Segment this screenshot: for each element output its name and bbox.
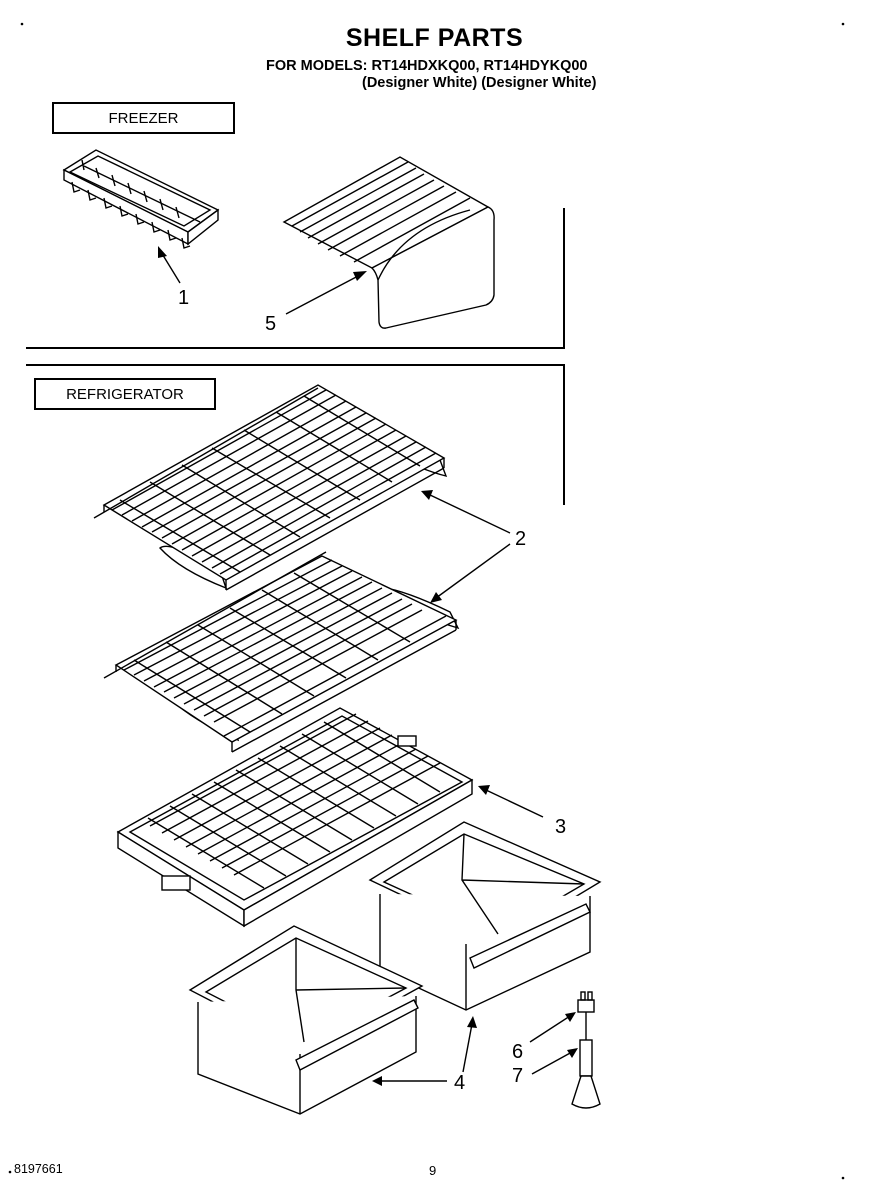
freezer-section-label: FREEZER bbox=[52, 102, 235, 134]
callout-4-leaders bbox=[372, 1016, 477, 1086]
page-title: SHELF PARTS bbox=[345, 24, 524, 52]
callout-6: 6 bbox=[512, 1041, 524, 1063]
callout-4: 4 bbox=[454, 1072, 466, 1094]
wire-shelf-upper-illustration bbox=[93, 384, 448, 591]
models-line: FOR MODELS: RT14HDXKQ00, RT14HDYKQ00 bbox=[266, 58, 588, 74]
callout-5: 5 bbox=[265, 313, 277, 335]
callout-1: 1 bbox=[178, 287, 190, 309]
callout-2-leaders bbox=[421, 490, 511, 603]
light-socket-illustration bbox=[571, 991, 601, 1109]
glass-shelf-illustration bbox=[116, 707, 474, 928]
callout-6-7-leaders bbox=[529, 1012, 578, 1075]
callout-2: 2 bbox=[515, 528, 527, 550]
wire-shelf-lower-illustration bbox=[103, 551, 460, 753]
ice-tray-illustration bbox=[62, 149, 220, 249]
refrigerator-section-label: REFRIGERATOR bbox=[34, 378, 216, 410]
variants-line: (Designer White) (Designer White) bbox=[362, 75, 597, 91]
page-number: 9 bbox=[429, 1163, 437, 1178]
crisper-drawer-right-illustration bbox=[368, 821, 602, 1011]
callout-3-leader bbox=[478, 785, 544, 818]
registration-marks bbox=[8, 22, 845, 1180]
callout-1-leader bbox=[158, 246, 181, 284]
callout-5-leader bbox=[285, 271, 367, 315]
callout-7: 7 bbox=[512, 1065, 524, 1087]
callout-3: 3 bbox=[555, 816, 567, 838]
freezer-shelf-illustration bbox=[282, 156, 495, 329]
document-number: 8197661 bbox=[14, 1162, 63, 1176]
crisper-drawer-left-illustration bbox=[188, 925, 424, 1115]
